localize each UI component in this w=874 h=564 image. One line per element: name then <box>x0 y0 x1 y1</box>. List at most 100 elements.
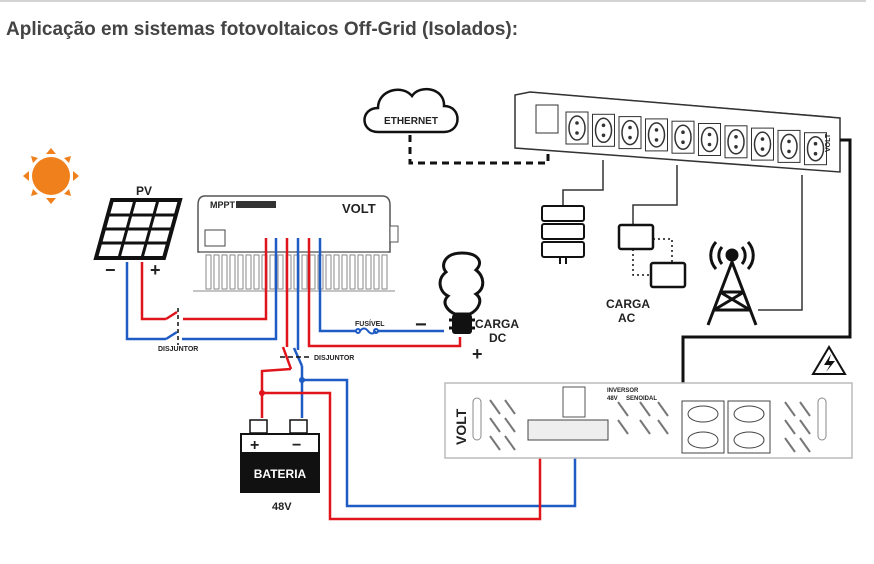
pv-breaker-label: DISJUNTOR <box>158 346 198 353</box>
mppt-controller <box>193 195 399 292</box>
inverter-logo: VOLT <box>453 408 469 445</box>
vent-slot <box>489 417 501 433</box>
vent-slot <box>504 417 516 433</box>
heatsink-fin <box>229 254 236 290</box>
inverter-ac-outlets <box>681 400 771 454</box>
vent-slot <box>617 401 629 417</box>
vent-slot <box>657 419 669 435</box>
pdu-logo: VOLT <box>825 133 832 152</box>
controller-logo: VOLT <box>342 201 376 216</box>
inverter-model-2: 48V <box>607 396 618 402</box>
ethernet-label: ETHERNET <box>384 116 438 127</box>
pdu-outlet-icon <box>618 116 642 150</box>
heatsink-fin <box>269 254 276 290</box>
fuse-icon <box>355 327 379 335</box>
pdu-outlet-icon <box>592 113 615 147</box>
heatsink-fin <box>373 254 380 290</box>
pv-positive-wire <box>140 262 166 321</box>
pv-label: PV <box>136 184 152 198</box>
server-icon <box>541 205 585 264</box>
sun-icon <box>23 148 79 204</box>
heatsink-fin <box>245 254 252 290</box>
vent-slot <box>784 401 796 417</box>
pv-negative-wire <box>125 262 166 341</box>
top-divider <box>0 0 866 2</box>
vent-slot <box>799 401 811 417</box>
pv-plus: + <box>150 260 161 280</box>
battery-label: BATERIA <box>254 467 307 481</box>
heatsink-fin <box>325 254 332 290</box>
pdu-outlet-icon <box>804 132 827 166</box>
battery-minus: − <box>292 437 301 454</box>
pdu-outlet-icon <box>751 127 774 161</box>
battery-voltage: 48V <box>272 501 292 513</box>
fuse-label: FUSÍVEL <box>355 319 385 328</box>
heatsink-fin <box>365 254 372 290</box>
vent-slot <box>657 401 669 417</box>
vent-slot <box>617 419 629 435</box>
battery-positive-wire-2 <box>260 367 292 418</box>
section-heading: Aplicação em sistemas fotovoltaicos Off-… <box>6 19 519 40</box>
vent-slot <box>504 399 516 415</box>
light-bulb-icon <box>438 251 485 334</box>
ac-load-cables <box>562 160 803 311</box>
battery-breaker-label: DISJUNTOR <box>314 355 354 362</box>
inverter-negative-wire <box>302 378 577 508</box>
pv-negative-wire-ctrl <box>182 238 278 341</box>
pv-panel-icon <box>93 198 183 260</box>
vent-slot <box>639 401 651 417</box>
vent-slot <box>639 419 651 435</box>
vent-slot <box>799 419 811 435</box>
battery-breaker-icon <box>280 346 310 370</box>
heatsink-fin <box>205 254 212 290</box>
inverter-positive-wire <box>262 391 542 521</box>
heatsink-fin <box>301 254 308 290</box>
load-negative-wire <box>318 238 356 333</box>
heatsink-fin <box>213 254 220 290</box>
ethernet-cloud-icon <box>363 87 459 134</box>
heatsink-fin <box>381 254 388 290</box>
pdu-outlet-icon <box>645 118 668 152</box>
vent-slot <box>489 435 501 451</box>
load-ac-label-1: CARGA <box>606 297 650 311</box>
computer-monitor-icon <box>617 223 687 289</box>
heatsink-fin <box>253 254 260 290</box>
pv-breaker-icon <box>165 308 179 345</box>
radio-tower-icon <box>706 240 758 326</box>
vent-slot <box>799 437 811 453</box>
controller-brand: MPPT <box>210 200 236 210</box>
inverter-model-3: SENOIDAL <box>626 396 657 402</box>
pdu-outlet-icon <box>698 123 721 156</box>
load-dc-label-1: CARGA <box>475 317 519 331</box>
load-positive-wire <box>307 238 462 348</box>
heatsink-fin <box>277 254 284 290</box>
heatsink-fin <box>237 254 244 290</box>
load-dc-plus: + <box>472 344 483 364</box>
heatsink-fin <box>309 254 316 290</box>
high-voltage-warning-icon <box>811 345 847 375</box>
wiring <box>125 238 577 521</box>
controller-model-badge <box>236 201 276 208</box>
junction-dot <box>299 377 305 383</box>
vent-slot <box>504 435 516 451</box>
heatsink-fin <box>221 254 228 290</box>
heatsink-fin <box>349 254 356 290</box>
pdu-outlet-icon <box>671 120 695 154</box>
junction-dot <box>259 390 265 396</box>
inverter-model-1: INVERSOR <box>607 388 639 394</box>
vent-slot <box>489 399 501 415</box>
load-dc-minus: − <box>415 314 427 336</box>
pv-positive-wire-ctrl <box>183 238 268 321</box>
inverter <box>444 382 853 459</box>
pdu-power-strip <box>514 91 841 173</box>
pdu-outlet-icon <box>565 111 589 145</box>
heatsink-fin <box>357 254 364 290</box>
battery-plus: + <box>250 437 259 454</box>
pv-minus: − <box>105 260 116 280</box>
inverter-ac-cable <box>681 138 852 383</box>
vent-slot <box>784 419 796 435</box>
ethernet-cable <box>408 135 550 165</box>
vent-slot <box>784 437 796 453</box>
pdu-outlet-icon <box>777 129 801 163</box>
